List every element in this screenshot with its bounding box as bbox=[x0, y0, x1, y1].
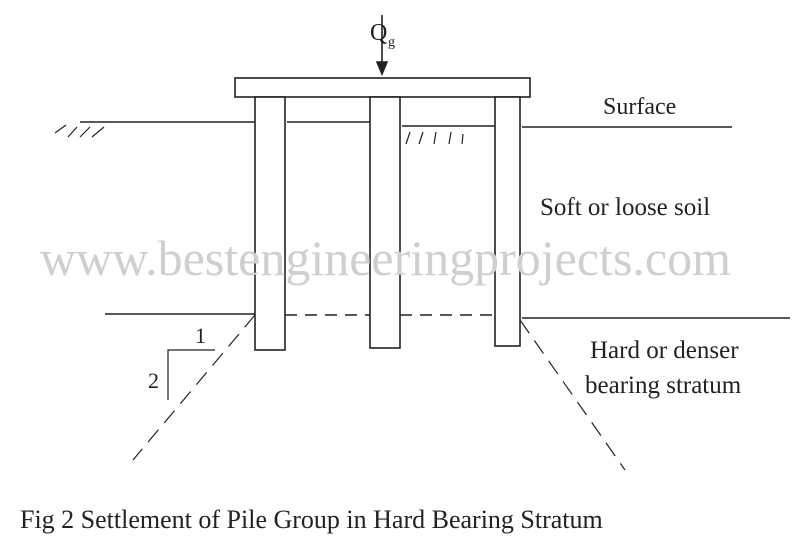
load-spread-left bbox=[132, 314, 256, 461]
load-label: Q bbox=[370, 20, 387, 46]
pile-middle bbox=[369, 96, 401, 349]
watermark: www.bestengineeringprojects.com bbox=[40, 230, 731, 286]
surface-label: Surface bbox=[603, 94, 676, 120]
ground-hatching bbox=[54, 124, 464, 145]
hard-stratum-label-line2: bearing stratum bbox=[585, 372, 742, 399]
soft-soil-label: Soft or loose soil bbox=[540, 194, 710, 221]
slope-vertical-label: 2 bbox=[148, 368, 159, 393]
pile-cap bbox=[234, 77, 531, 98]
hard-stratum-label-line1: Hard or denser bbox=[590, 337, 739, 364]
figure-caption: Fig 2 Settlement of Pile Group in Hard B… bbox=[20, 505, 603, 534]
slope-horizontal-label: 1 bbox=[195, 323, 206, 348]
pile-right bbox=[494, 96, 521, 347]
slope-marker bbox=[167, 349, 215, 400]
load-spread-right bbox=[519, 319, 626, 471]
load-subscript: g bbox=[388, 35, 395, 50]
load-arrow-head bbox=[375, 61, 389, 77]
pile-left bbox=[254, 96, 286, 351]
